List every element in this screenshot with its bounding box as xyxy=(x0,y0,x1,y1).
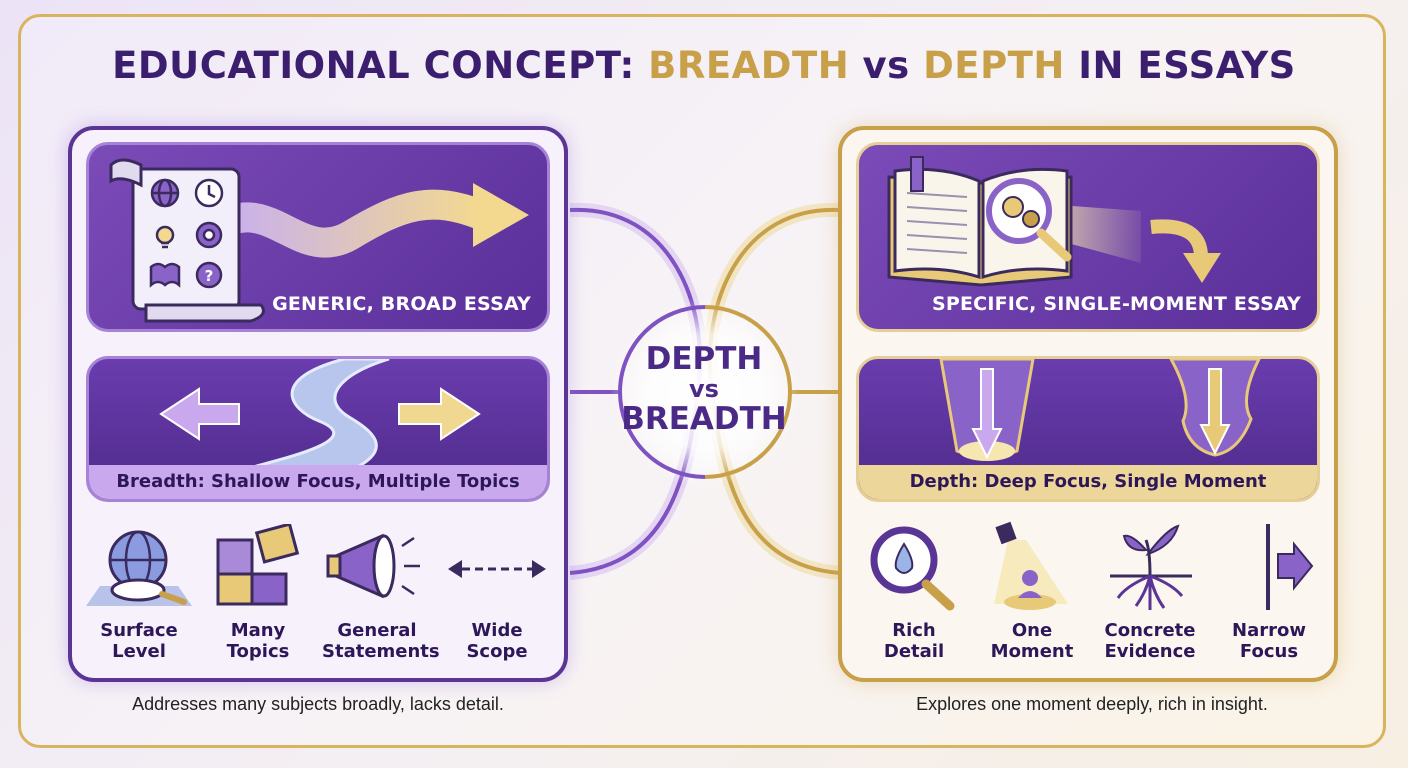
spotlight-icon xyxy=(994,521,1068,610)
narrow-arrow-icon xyxy=(1266,524,1314,610)
depth-caption: Explores one moment deeply, rich in insi… xyxy=(916,694,1268,714)
plant-roots-icon xyxy=(1110,524,1192,610)
generic-essay-panel: ? GENERIC, BROAD ESSAY xyxy=(86,142,550,332)
center-depth-vs-breadth: DEPTH vs BREADTH xyxy=(621,341,787,437)
generic-essay-label: GENERIC, BROAD ESSAY xyxy=(272,293,531,315)
depth-strip: Depth: Deep Focus, Single Moment xyxy=(859,465,1317,499)
double-arrow-icon xyxy=(448,560,546,578)
deep-shaft-arrows-illustration xyxy=(939,359,1261,461)
connector-arcs xyxy=(569,202,841,580)
svg-text:?: ? xyxy=(205,267,214,285)
depth-shaft-panel: Depth: Deep Focus, Single Moment xyxy=(856,356,1320,502)
breadth-river-panel: Breadth: Shallow Focus, Multiple Topics xyxy=(86,356,550,502)
megaphone-icon xyxy=(326,533,420,599)
globe-magnifier-icon xyxy=(86,530,192,606)
breadth-strip: Breadth: Shallow Focus, Multiple Topics xyxy=(89,465,547,499)
specific-essay-label: SPECIFIC, SINGLE-MOMENT ESSAY xyxy=(931,293,1301,315)
puzzle-icon xyxy=(216,524,300,606)
breadth-caption: Addresses many subjects broadly, lacks d… xyxy=(132,694,504,714)
scroll-wavy-arrow-illustration: ? xyxy=(109,158,529,323)
page-title: EDUCATIONAL CONCEPT: BREADTH vs DEPTH IN… xyxy=(112,44,1296,87)
magnifier-drop-icon xyxy=(870,526,955,611)
book-magnifier-illustration xyxy=(887,156,1221,287)
specific-essay-panel: SPECIFIC, SINGLE-MOMENT ESSAY xyxy=(856,142,1320,332)
river-arrows-illustration xyxy=(159,359,481,471)
